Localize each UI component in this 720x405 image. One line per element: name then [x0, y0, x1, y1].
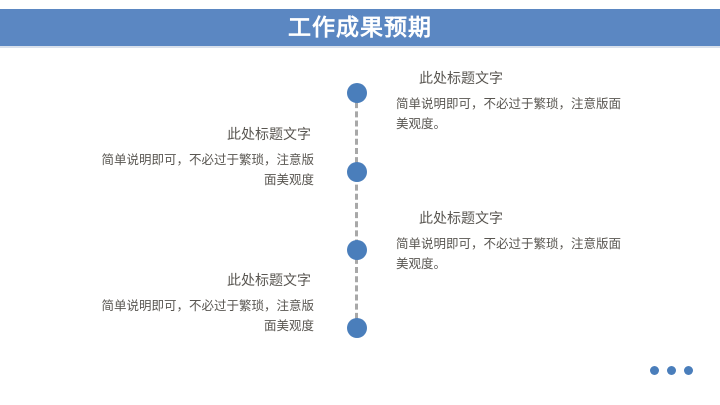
block-title-left-bottom: 此处标题文字 — [227, 274, 311, 289]
block-body-left-bottom: 简单说明即可，不必过于繁琐，注意版面美观度 — [101, 299, 314, 333]
block-body-right-top: 简单说明即可，不必过于繁琐，注意版面美观度。 — [396, 97, 622, 131]
timeline-node-4[interactable] — [347, 318, 367, 338]
content-block-left-bottom: 此处标题文字 简单说明即可，不必过于繁琐，注意版面美观度 — [92, 270, 314, 336]
block-title-left-top: 此处标题文字 — [227, 128, 311, 143]
block-body-left-top: 简单说明即可，不必过于繁琐，注意版面美观度 — [101, 153, 314, 187]
timeline — [347, 83, 367, 338]
deco-dot-1 — [650, 366, 659, 375]
content-block-right-top: 此处标题文字 简单说明即可，不必过于繁琐，注意版面美观度。 — [396, 68, 631, 134]
timeline-node-2[interactable] — [347, 162, 367, 182]
page-title: 工作成果预期 — [288, 15, 432, 40]
title-band-shadow — [0, 46, 720, 48]
content-block-left-top: 此处标题文字 简单说明即可，不必过于繁琐，注意版面美观度 — [92, 124, 314, 190]
timeline-node-3[interactable] — [347, 240, 367, 260]
deco-dot-2 — [667, 366, 676, 375]
deco-dot-3 — [684, 366, 693, 375]
block-body-right-bottom: 简单说明即可，不必过于繁琐，注意版面美观度。 — [396, 237, 622, 271]
title-band — [0, 9, 720, 46]
decorative-dots — [650, 366, 698, 376]
block-title-right-bottom: 此处标题文字 — [419, 212, 503, 227]
timeline-dashed-line — [355, 93, 358, 328]
content-block-right-bottom: 此处标题文字 简单说明即可，不必过于繁琐，注意版面美观度。 — [396, 208, 631, 274]
timeline-node-1[interactable] — [347, 83, 367, 103]
block-title-right-top: 此处标题文字 — [419, 72, 503, 87]
